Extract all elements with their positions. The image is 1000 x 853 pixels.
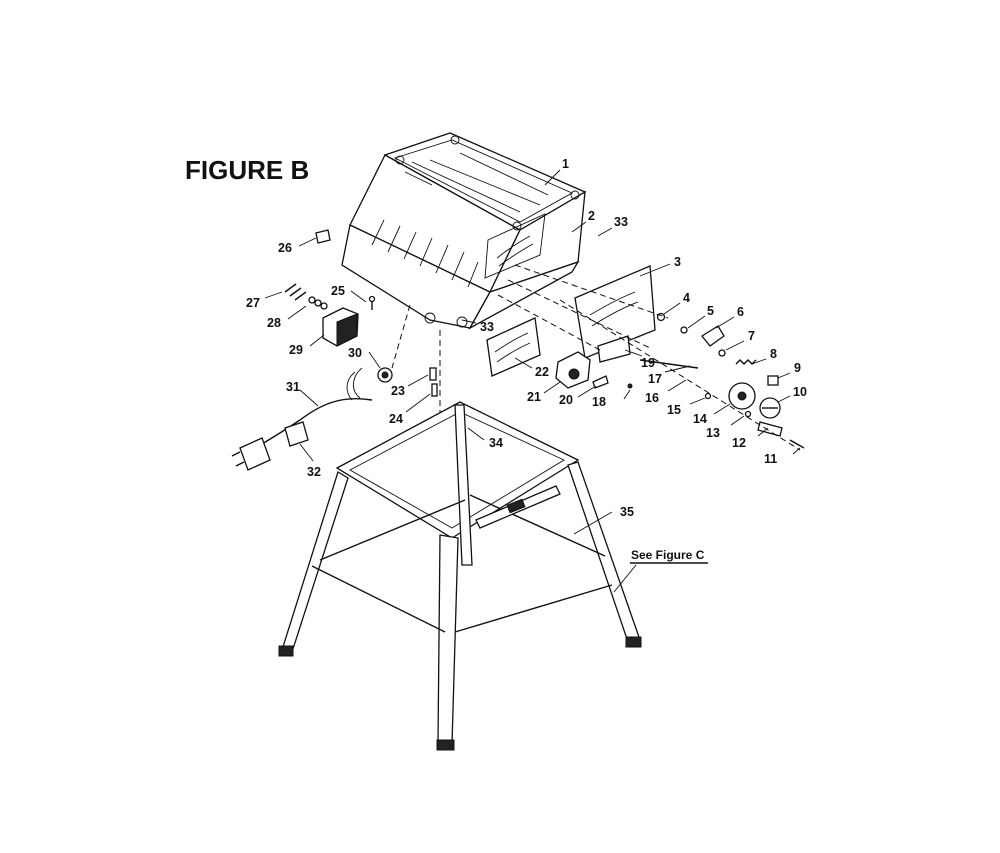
callout-17: 17 (648, 372, 662, 386)
callout-8: 8 (770, 347, 777, 361)
trunnion-bracket-21 (555, 351, 591, 389)
knob-6 (701, 325, 725, 347)
screws-27 (284, 283, 307, 301)
callout-14: 14 (693, 412, 707, 426)
callout-numbers: 1 2 33 3 4 5 6 7 8 9 10 11 12 13 14 15 1… (246, 157, 807, 519)
callout-27: 27 (246, 296, 260, 310)
callout-24: 24 (389, 412, 403, 426)
shaft-12 (757, 421, 783, 437)
figure-title: FIGURE B (185, 155, 309, 185)
bevel-plate-22 (486, 317, 541, 377)
callout-2: 2 (588, 209, 595, 223)
callout-33-top: 33 (614, 215, 628, 229)
callout-4: 4 (683, 291, 690, 305)
callout-29: 29 (289, 343, 303, 357)
callout-3: 3 (674, 255, 681, 269)
strain-relief-30 (377, 367, 393, 383)
callout-34: 34 (489, 436, 503, 450)
power-cord (231, 367, 373, 471)
handwheel-10 (759, 397, 781, 419)
leader-lines (264, 169, 801, 593)
screw-25 (368, 295, 376, 310)
saw-base-housing (341, 132, 587, 330)
label-plate (315, 229, 331, 244)
callout-12: 12 (732, 436, 746, 450)
screw-11 (789, 439, 805, 449)
callout-20: 20 (559, 393, 573, 407)
callout-16: 16 (645, 391, 659, 405)
callout-31: 31 (286, 380, 300, 394)
screws-23-24 (429, 367, 438, 397)
callout-25: 25 (331, 284, 345, 298)
bevel-plate-19 (597, 335, 631, 363)
callout-35: 35 (620, 505, 634, 519)
screw-18 (627, 383, 633, 389)
callout-32: 32 (307, 465, 321, 479)
bevel-scale-14 (728, 382, 756, 410)
callout-28: 28 (267, 316, 281, 330)
callout-23: 23 (391, 384, 405, 398)
callout-30: 30 (348, 346, 362, 360)
callout-5: 5 (707, 304, 714, 318)
see-figure-c-note: See Figure C (631, 548, 705, 562)
callout-9: 9 (794, 361, 801, 375)
callout-6: 6 (737, 305, 744, 319)
washer-7 (718, 349, 726, 357)
callout-21: 21 (527, 390, 541, 404)
callout-10: 10 (793, 385, 807, 399)
callout-1: 1 (562, 157, 569, 171)
bolt-20 (592, 375, 609, 389)
callout-13: 13 (706, 426, 720, 440)
callout-19: 19 (641, 356, 655, 370)
stand (278, 401, 642, 751)
washer-13-15 (704, 392, 752, 418)
callout-22: 22 (535, 365, 549, 379)
callout-26: 26 (278, 241, 292, 255)
callout-11: 11 (764, 452, 777, 466)
switch-box (322, 307, 359, 347)
assembly-dash-lines (391, 264, 801, 470)
callout-15: 15 (667, 403, 681, 417)
callout-7: 7 (748, 329, 755, 343)
cap-9 (767, 375, 779, 386)
nuts-28 (308, 296, 328, 310)
bevel-plate-3 (574, 265, 656, 359)
callout-33-bottom: 33 (480, 320, 494, 334)
callout-18: 18 (592, 395, 606, 409)
washer-5 (680, 326, 688, 334)
